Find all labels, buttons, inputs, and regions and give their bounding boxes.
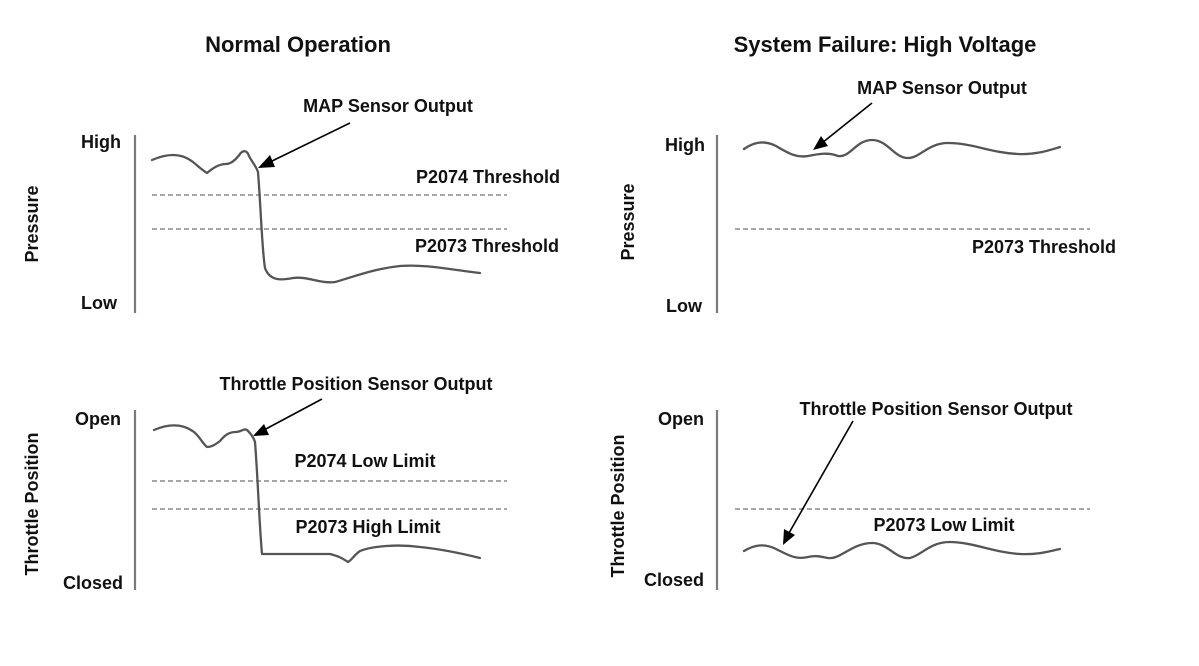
normal-p2073-high-limit-label: P2073 High Limit xyxy=(295,517,440,537)
normal-map-sensor-curve xyxy=(150,150,482,284)
failure-map-sensor-arrow xyxy=(821,102,873,144)
failure-throttle-sensor-label: Throttle Position Sensor Output xyxy=(800,399,1073,419)
normal-title: Normal Operation xyxy=(205,32,391,57)
normal-map-sensor-label: MAP Sensor Output xyxy=(303,96,473,116)
failure-throttle-closed-label: Closed xyxy=(644,570,704,590)
normal-throttle-sensor-label: Throttle Position Sensor Output xyxy=(220,374,493,394)
failure-pressure-low-label: Low xyxy=(666,296,703,316)
failure-throttle-axis-title: Throttle Position xyxy=(608,435,628,578)
failure-title: System Failure: High Voltage xyxy=(734,32,1037,57)
failure-pressure-high-label: High xyxy=(665,135,705,155)
normal-throttle-graph: Open Closed Throttle Position P2074 Low … xyxy=(22,374,507,593)
normal-pressure-graph: High Low Pressure P2074 Threshold P2073 … xyxy=(22,96,560,313)
normal-throttle-open-label: Open xyxy=(75,409,121,429)
normal-map-sensor-arrowhead xyxy=(258,155,275,168)
failure-p2073-threshold-label: P2073 Threshold xyxy=(972,237,1116,257)
normal-p2074-threshold-label: P2074 Threshold xyxy=(416,167,560,187)
normal-p2074-low-limit-label: P2074 Low Limit xyxy=(294,451,435,471)
normal-throttle-closed-label: Closed xyxy=(63,573,123,593)
normal-pressure-axis-title: Pressure xyxy=(22,185,42,262)
normal-throttle-axis-title: Throttle Position xyxy=(22,433,42,576)
failure-throttle-sensor-arrow xyxy=(788,420,854,534)
normal-throttle-sensor-arrow xyxy=(263,398,323,431)
normal-throttle-sensor-curve xyxy=(152,424,482,564)
normal-pressure-high-label: High xyxy=(81,132,121,152)
failure-throttle-open-label: Open xyxy=(658,409,704,429)
failure-map-sensor-label: MAP Sensor Output xyxy=(857,78,1027,98)
normal-p2073-threshold-label: P2073 Threshold xyxy=(415,236,559,256)
normal-map-sensor-arrow xyxy=(269,122,351,163)
failure-throttle-graph: Open Closed Throttle Position P2073 Low … xyxy=(608,399,1090,590)
failure-pressure-axis-title: Pressure xyxy=(618,183,638,260)
failure-throttle-sensor-curve xyxy=(742,540,1062,560)
failure-map-sensor-curve xyxy=(742,138,1062,160)
failure-map-sensor-arrowhead xyxy=(813,136,828,150)
failure-throttle-sensor-arrowhead xyxy=(783,529,795,545)
normal-throttle-sensor-arrowhead xyxy=(253,424,269,436)
failure-pressure-graph: High Low Pressure P2073 Threshold MAP Se… xyxy=(618,78,1116,316)
failure-p2073-low-limit-label: P2073 Low Limit xyxy=(873,515,1014,535)
normal-pressure-low-label: Low xyxy=(81,293,118,313)
